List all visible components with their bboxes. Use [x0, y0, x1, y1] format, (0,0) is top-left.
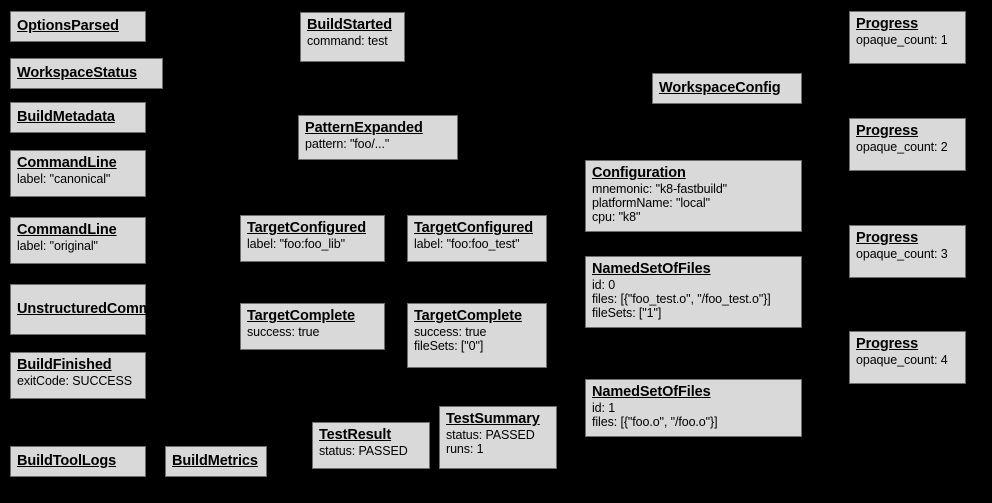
node-title: TestResult	[319, 427, 392, 443]
node-title: Progress	[856, 123, 919, 139]
node-workspace-status[interactable]: WorkspaceStatus	[10, 58, 163, 89]
node-title: CommandLine	[17, 222, 117, 238]
node-build-metrics[interactable]: BuildMetrics	[165, 446, 267, 477]
node-field: opaque_count: 2	[856, 140, 948, 154]
node-title: BuildFinished	[17, 357, 112, 373]
node-field: id: 1	[592, 401, 616, 415]
node-title: TestSummary	[446, 411, 540, 427]
node-field: status: PASSED	[446, 428, 535, 442]
node-title: NamedSetOfFiles	[592, 384, 711, 400]
node-field: label: "foo:foo_lib"	[247, 237, 345, 251]
node-field: success: true	[414, 325, 487, 339]
node-field: success: true	[247, 325, 320, 339]
node-field: label: "foo:foo_test"	[414, 237, 520, 251]
node-title: TargetConfigured	[414, 220, 533, 236]
node-title: BuildToolLogs	[17, 452, 117, 469]
node-title: OptionsParsed	[17, 17, 119, 34]
node-title: Progress	[856, 16, 919, 32]
node-build-metadata[interactable]: BuildMetadata	[10, 102, 146, 133]
node-title: NamedSetOfFiles	[592, 261, 711, 277]
node-field: pattern: "foo/..."	[305, 137, 390, 151]
node-field: runs: 1	[446, 442, 484, 456]
node-field: opaque_count: 3	[856, 247, 948, 261]
node-title: BuildMetadata	[17, 108, 115, 125]
node-title: Unstructured	[17, 300, 107, 317]
node-title: TargetComplete	[414, 308, 522, 324]
node-field: files: [{"foo.o", "/foo.o"}]	[592, 415, 718, 429]
node-title: BuildStarted	[307, 17, 393, 33]
node-title: PatternExpanded	[305, 120, 423, 136]
node-field: command: test	[307, 34, 388, 48]
node-field: platformName: "local"	[592, 196, 710, 210]
node-build-tool-logs[interactable]: BuildToolLogs	[10, 446, 146, 477]
node-title: Progress	[856, 230, 919, 246]
node-field: label: "canonical"	[17, 172, 111, 186]
node-options-parsed[interactable]: OptionsParsed	[10, 11, 146, 42]
node-field: label: "original"	[17, 239, 98, 253]
node-field: fileSets: ["1"]	[592, 306, 662, 320]
node-field: exitCode: SUCCESS	[17, 374, 133, 388]
node-field: opaque_count: 1	[856, 33, 948, 47]
node-title: CommandLine	[17, 155, 117, 171]
node-title: BuildMetrics	[172, 452, 258, 469]
node-field: fileSets: ["0"]	[414, 339, 484, 353]
node-field: mnemonic: "k8-fastbuild"	[592, 182, 728, 196]
node-title: Configuration	[592, 165, 686, 181]
node-title: WorkspaceConfig	[659, 79, 781, 96]
node-title: TargetConfigured	[247, 220, 366, 236]
node-workspace-config[interactable]: WorkspaceConfig	[652, 73, 802, 104]
node-field: files: [{"foo_test.o", "/foo_test.o"}]	[592, 292, 771, 306]
node-field: cpu: "k8"	[592, 210, 641, 224]
node-title: CommandLine	[106, 300, 207, 317]
node-title: Progress	[856, 336, 919, 352]
node-title: WorkspaceStatus	[17, 64, 137, 81]
node-field: id: 0	[592, 278, 616, 292]
node-field: status: PASSED	[319, 444, 408, 458]
node-title: TargetComplete	[247, 308, 355, 324]
node-field: opaque_count: 4	[856, 353, 948, 367]
